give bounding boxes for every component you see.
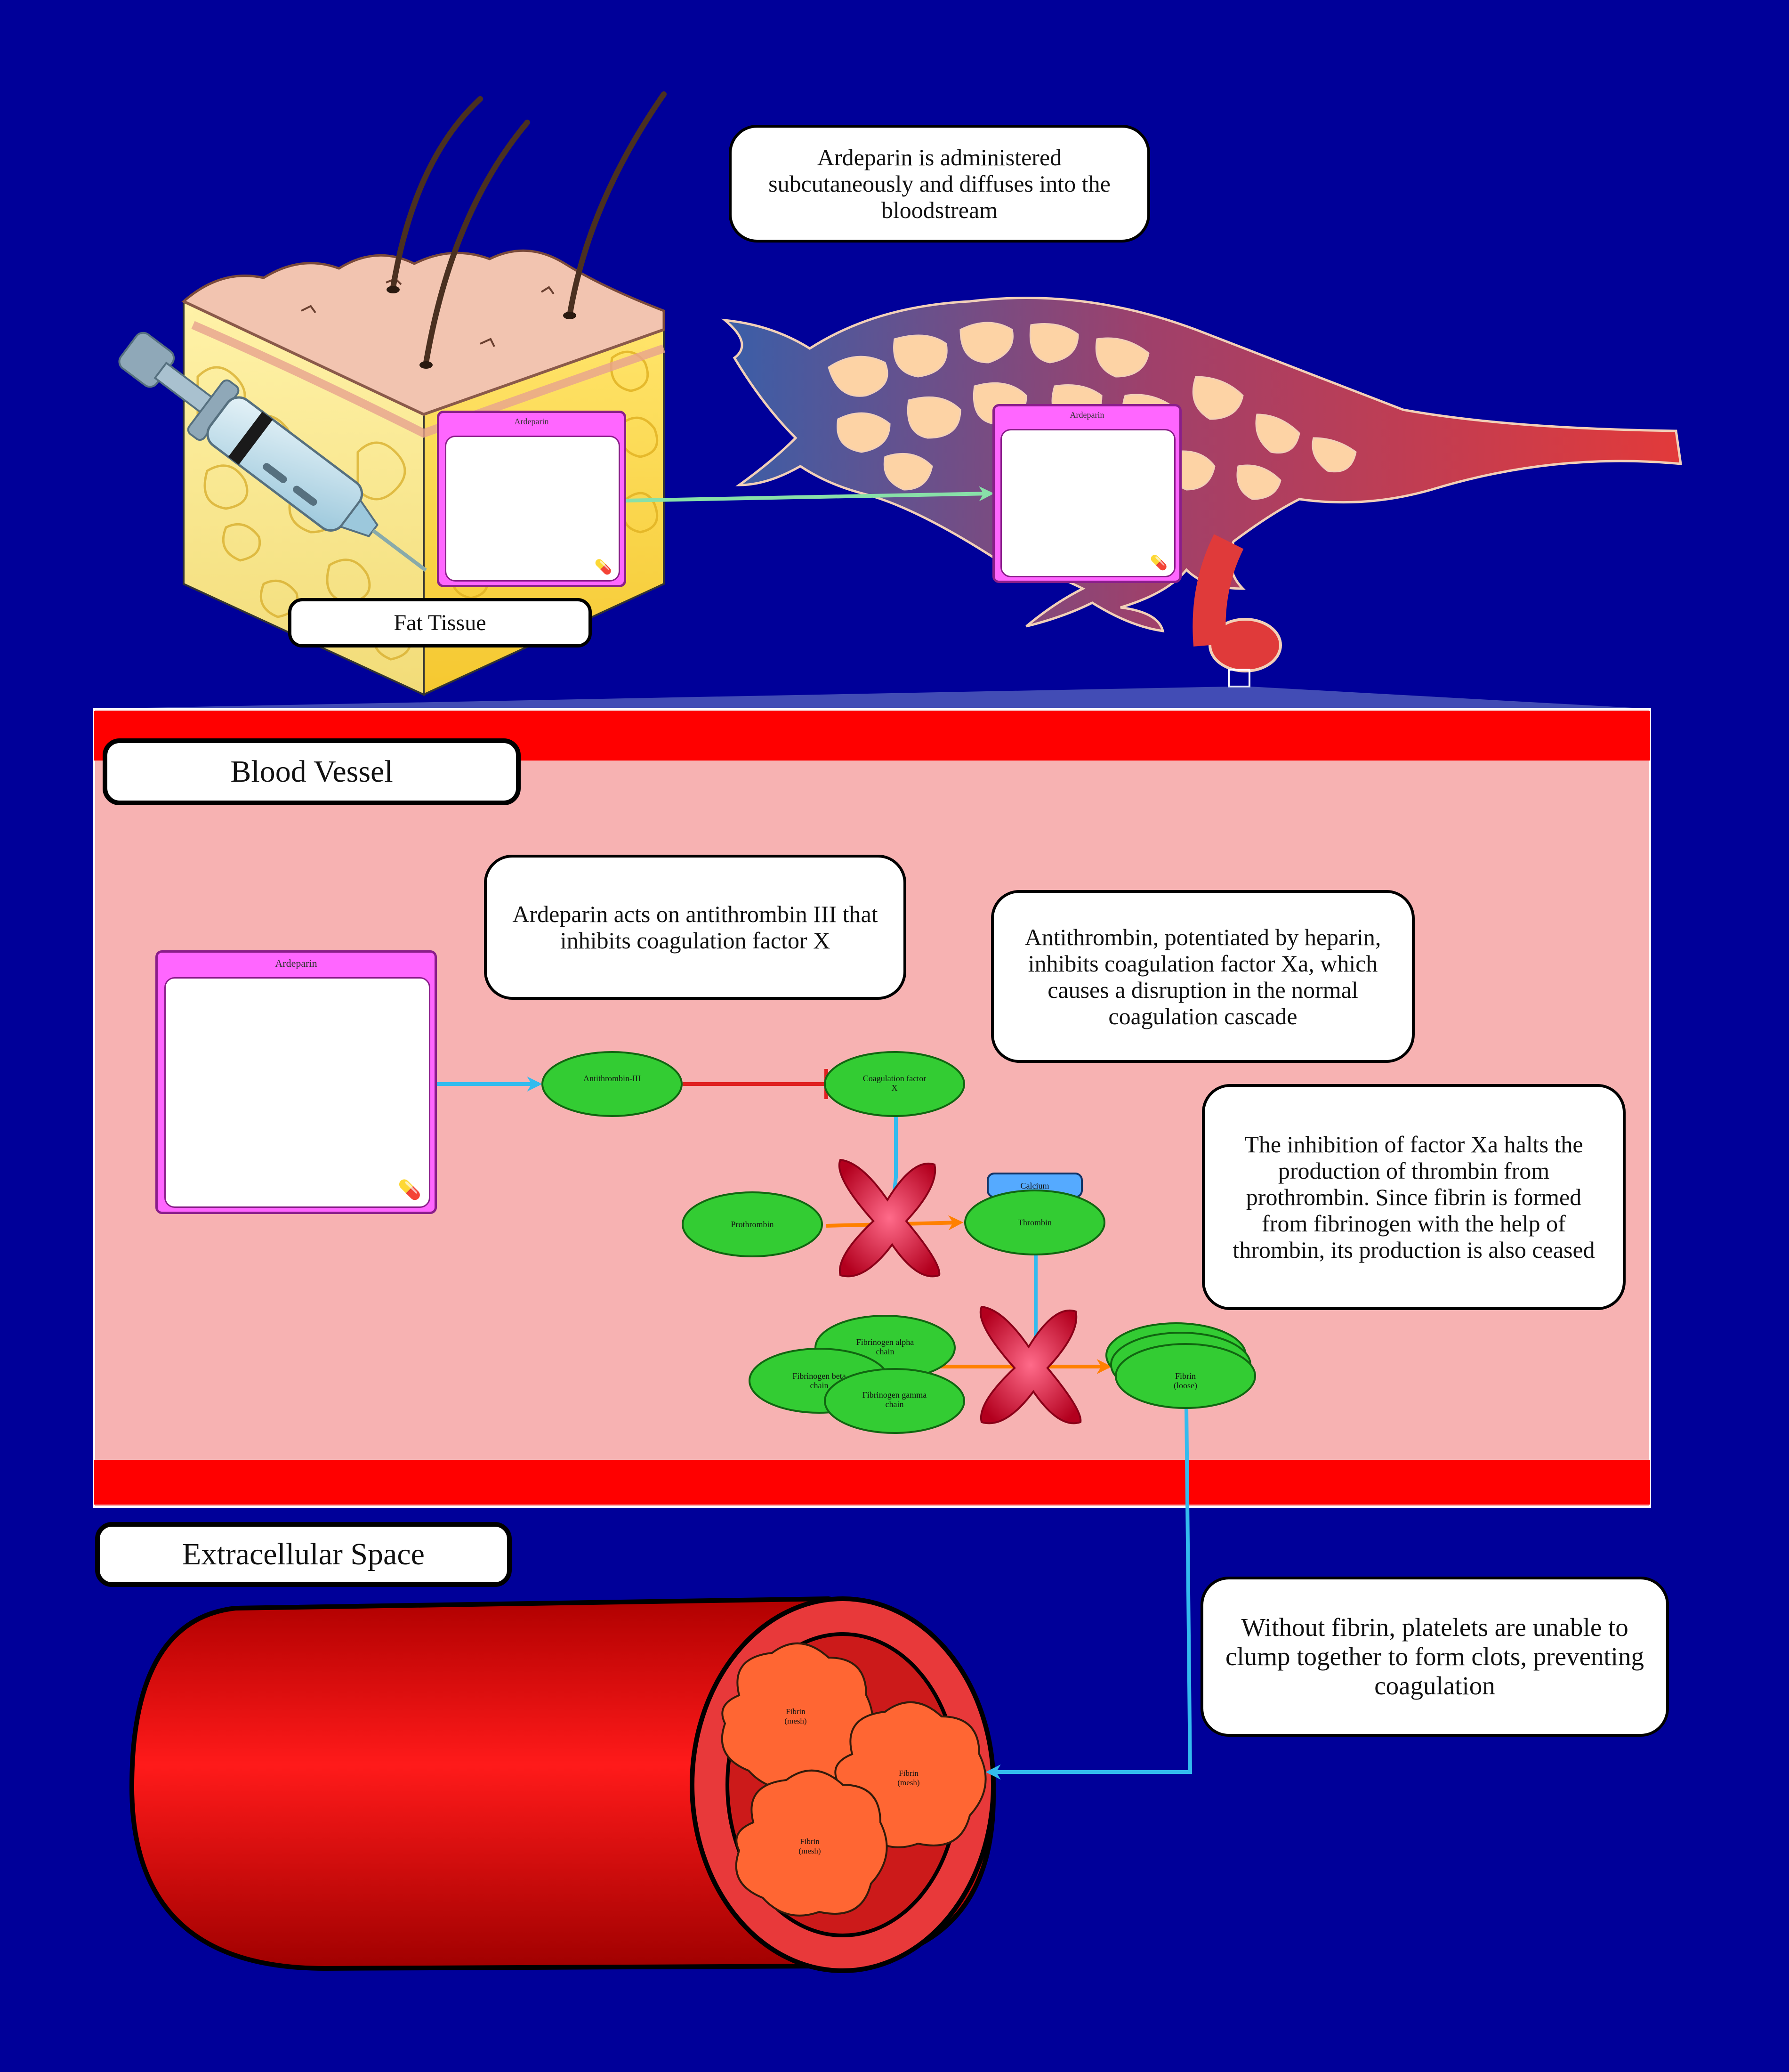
label-extracellular-space: Extracellular Space xyxy=(95,1522,512,1587)
diffusion-arrow xyxy=(626,486,994,502)
callout-acts-on-at3-text: Ardeparin acts on antithrombin III that … xyxy=(512,901,878,954)
node-fibrin-loose-label: Fibrin(loose) xyxy=(1174,1371,1197,1391)
label-blood-vessel-text: Blood Vessel xyxy=(230,754,393,789)
node-calcium-label: Calcium xyxy=(1021,1181,1049,1190)
label-blood-vessel: Blood Vessel xyxy=(103,738,521,805)
node-antithrombin-label: Antithrombin-III xyxy=(583,1074,641,1083)
node-prothrombin-label: Prothrombin xyxy=(731,1220,774,1229)
node-prothrombin[interactable]: Prothrombin xyxy=(682,1191,823,1257)
fibrin-mesh-label: Fibrin(mesh) xyxy=(798,1837,821,1855)
pill-icon: 💊 xyxy=(594,559,612,575)
blocked-x-icon xyxy=(979,1305,1082,1424)
drug-card-title: Ardeparin xyxy=(514,417,549,426)
blocked-x-icon xyxy=(838,1158,941,1278)
drug-structure-panel: 💊 xyxy=(164,977,430,1208)
pill-icon: 💊 xyxy=(1150,555,1168,571)
drug-card-blood-vessel[interactable]: Ardeparin 💊 xyxy=(155,950,437,1214)
fibrin-mesh-label: Fibrin(mesh) xyxy=(897,1769,919,1787)
callout-administration-text: Ardeparin is administered subcutaneously… xyxy=(768,144,1111,223)
drug-structure-panel: 💊 xyxy=(1000,429,1176,577)
callout-acts-on-at3: Ardeparin acts on antithrombin III that … xyxy=(484,855,906,1000)
fibrin-mesh-label: Fibrin(mesh) xyxy=(784,1707,806,1725)
drug-structure-panel: 💊 xyxy=(445,436,620,582)
node-thrombin[interactable]: Thrombin xyxy=(964,1190,1105,1255)
pill-icon: 💊 xyxy=(398,1179,421,1200)
molecule-structure-icon xyxy=(217,1044,218,1045)
drug-card-bloodstream[interactable]: Ardeparin 💊 xyxy=(992,404,1182,583)
drug-card-fat-tissue[interactable]: Ardeparin 💊 xyxy=(437,411,626,587)
callout-administration: Ardeparin is administered subcutaneously… xyxy=(729,125,1150,243)
callout-inhibition-xa-text: The inhibition of factor Xa halts the pr… xyxy=(1233,1131,1595,1263)
fibrin-to-mesh-arrow xyxy=(985,1408,1193,1780)
callout-inhibition-xa: The inhibition of factor Xa halts the pr… xyxy=(1202,1084,1626,1310)
syringe-icon xyxy=(118,332,427,572)
node-fibrin-loose[interactable]: Fibrin(loose) xyxy=(1105,1322,1256,1409)
drug-card-title: Ardeparin xyxy=(1070,410,1104,420)
fibrin-mesh-3[interactable]: Fibrin(mesh) xyxy=(735,1769,888,1917)
drug-card-title: Ardeparin xyxy=(275,957,317,969)
callout-antithrombin-effect: Antithrombin, potentiated by heparin, in… xyxy=(991,890,1415,1063)
node-antithrombin[interactable]: Antithrombin-III xyxy=(541,1051,683,1117)
label-extracellular-space-text: Extracellular Space xyxy=(182,1537,425,1571)
node-calcium[interactable]: Calcium xyxy=(987,1173,1083,1198)
label-fat-tissue: Fat Tissue xyxy=(288,598,592,648)
zoom-wedge xyxy=(94,687,1650,709)
callout-antithrombin-effect-text: Antithrombin, potentiated by heparin, in… xyxy=(1024,923,1381,1029)
callout-without-fibrin: Without fibrin, platelets are unable to … xyxy=(1201,1577,1669,1737)
node-thrombin-label: Thrombin xyxy=(1018,1218,1052,1227)
label-fat-tissue-text: Fat Tissue xyxy=(394,610,486,635)
callout-without-fibrin-text: Without fibrin, platelets are unable to … xyxy=(1225,1613,1644,1700)
capillary-network-illustration xyxy=(721,297,1682,688)
